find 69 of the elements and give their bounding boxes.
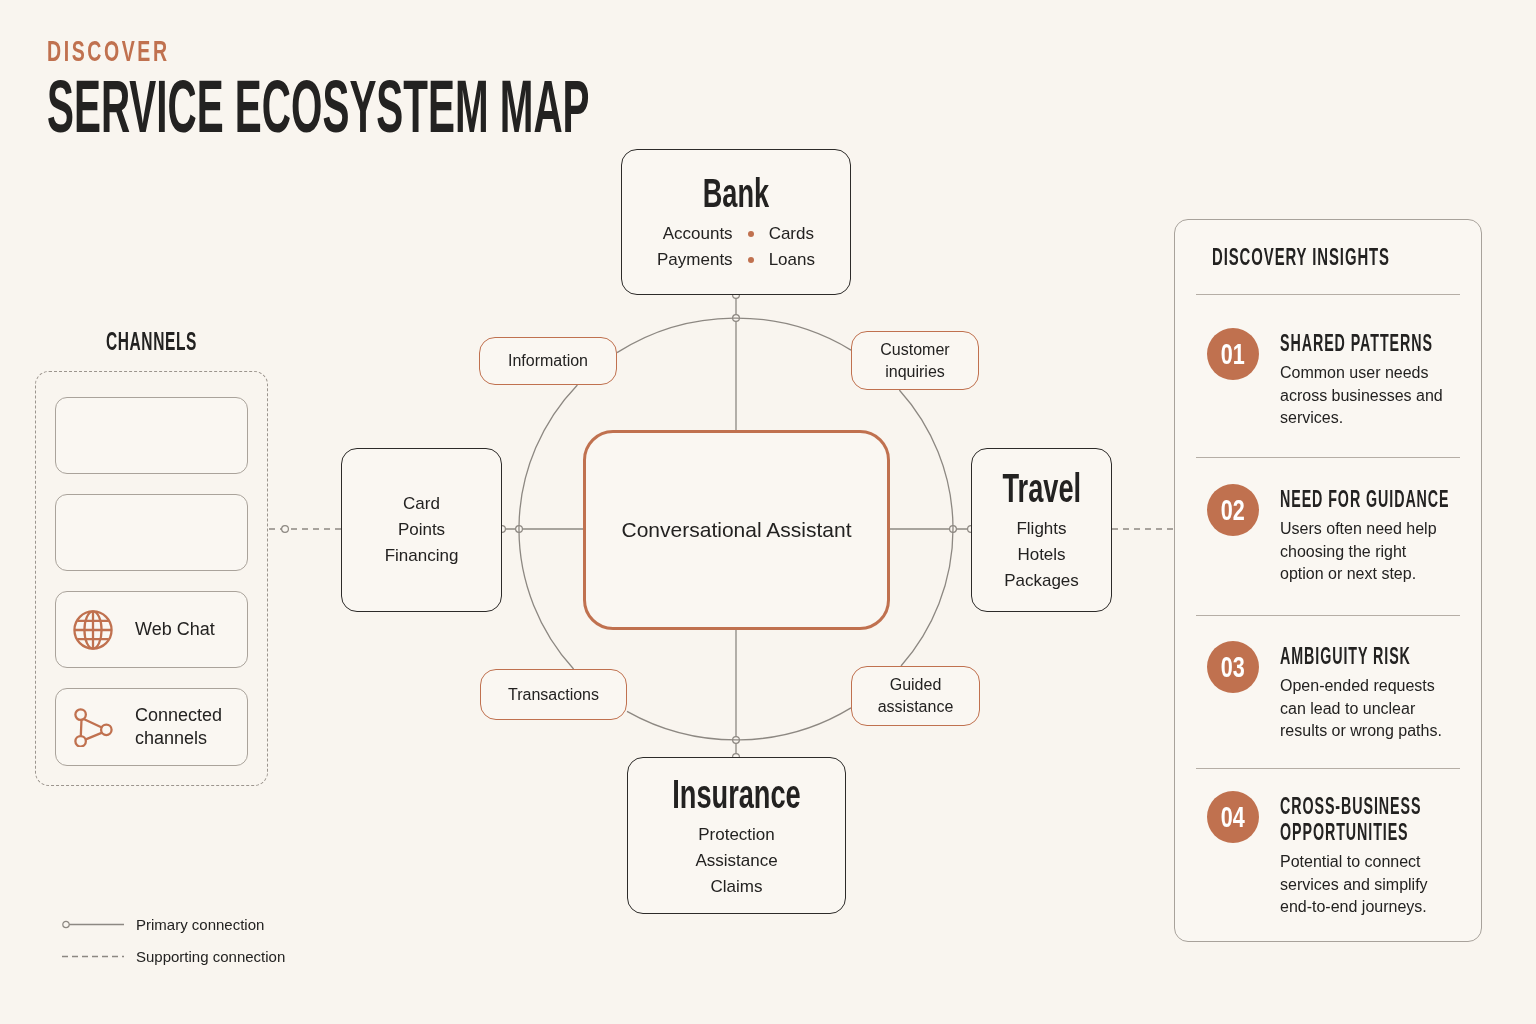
ring-arc (626, 707, 852, 741)
kicker-label: DISCOVER (47, 34, 170, 67)
service-card (341, 448, 502, 612)
connector-line (732, 629, 740, 758)
topic-pill (851, 331, 979, 390)
ring-arc (518, 384, 579, 670)
card-item: Cards (768, 223, 814, 245)
number-circle (1207, 328, 1259, 380)
channel-label: Connected channels (135, 704, 224, 750)
insight-text: Users often need help choosing the right option or next step. (1280, 519, 1438, 584)
card-item: Packages (1004, 570, 1079, 592)
connector-line (889, 525, 972, 533)
insight-title: NEED FOR GUIDANCE (1280, 486, 1450, 512)
dashed-connector (1111, 528, 1175, 530)
channel-card (55, 688, 248, 766)
card-item: Hotels (1017, 544, 1066, 566)
insights-panel (1174, 219, 1482, 942)
service-card (621, 149, 851, 295)
card-item: Financing (384, 545, 459, 567)
card-title: Bank (702, 171, 770, 215)
card-item: Loans (768, 249, 815, 271)
topic-label: Guided assistance (876, 675, 955, 717)
page-title: SERVICE ECOSYSTEM MAP (47, 70, 590, 144)
legend-label: Supporting connection (136, 946, 286, 967)
card-item: Flights (1016, 518, 1067, 540)
panel-title: DISCOVERY INSIGHTS (1212, 244, 1390, 271)
insight-text: Potential to connect services and simplify end-to-end journeys. (1280, 852, 1429, 917)
legend-label: Primary connection (136, 914, 265, 935)
step-number: 02 (1221, 495, 1245, 525)
insight-title: CROSS-BUSINESS OPPORTUNITIES (1280, 793, 1423, 845)
topic-pill (851, 666, 980, 726)
group-title: CHANNELS (105, 328, 198, 356)
card-item: Protection (698, 823, 775, 846)
connector-line (501, 525, 584, 533)
service-card (971, 448, 1112, 612)
dashed-connector (267, 525, 342, 533)
ring-arc (616, 317, 852, 354)
topic-label: Transactions (508, 684, 599, 705)
insight-text: Open-ended requests can lead to unclear results or wrong paths. (1280, 676, 1443, 741)
step-number: 01 (1221, 339, 1245, 369)
insight-title: AMBIGUITY RISK (1280, 643, 1411, 669)
topic-pill (480, 669, 627, 720)
card-title: Insurance (672, 771, 801, 816)
step-number: 04 (1221, 802, 1245, 832)
channel-label: Web Chat (135, 618, 215, 641)
card-item: Card (403, 493, 440, 515)
service-card (627, 757, 846, 914)
channel-card (55, 494, 248, 571)
topic-label: Customer inquiries (879, 339, 951, 382)
step-number: 03 (1221, 652, 1245, 682)
ring-arc (898, 389, 954, 667)
assistant-card (583, 430, 890, 630)
channel-card (55, 591, 248, 668)
topic-pill (479, 337, 617, 385)
card-item: Assistance (695, 849, 778, 872)
card-item: Points (397, 519, 446, 541)
number-circle (1207, 484, 1259, 536)
number-circle (1207, 791, 1259, 843)
assistant-subtitle: Conversational Assistant (621, 517, 852, 543)
number-circle (1207, 641, 1259, 693)
card-item: Claims (710, 875, 763, 898)
card-title: Travel (1002, 466, 1081, 510)
insight-text: Common user needs across businesses and services. (1280, 363, 1444, 428)
card-item: Payments (657, 249, 733, 271)
card-item: Accounts (662, 223, 733, 245)
insight-title: SHARED PATTERNS (1280, 330, 1433, 356)
connector-line (732, 294, 740, 431)
topic-label: Information (507, 351, 588, 371)
channel-card (55, 397, 248, 474)
